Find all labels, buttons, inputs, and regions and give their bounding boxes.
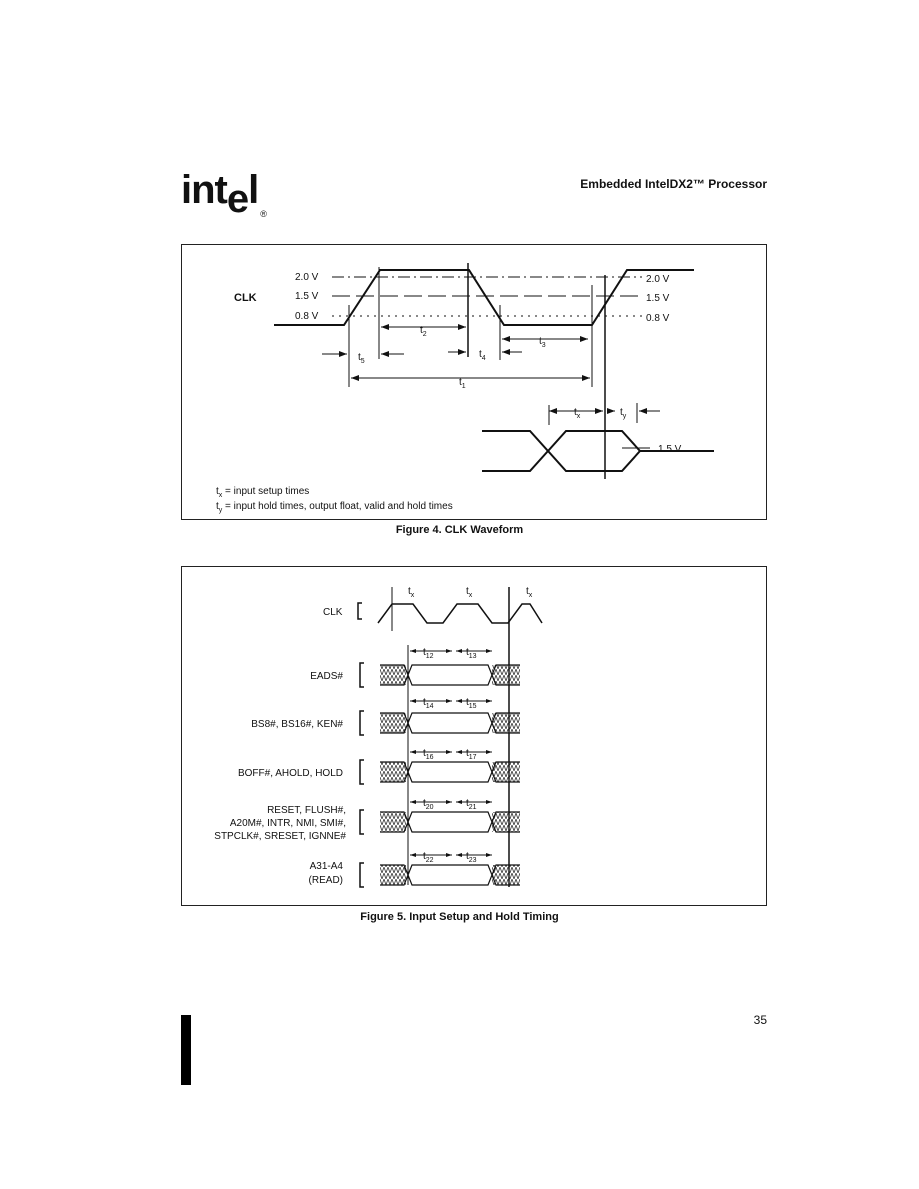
row-reset-label-2: A20M#, INTR, NMI, SMI#, (230, 818, 346, 829)
fig5-clk-waveform (377, 603, 543, 624)
ref-level-label: 1.5 V (658, 444, 682, 455)
row-bs8-label: BS8#, BS16#, KEN# (251, 719, 343, 730)
fig5-tx-mark-1: tx (408, 586, 415, 599)
data-eye-bottom (482, 449, 714, 472)
row-eads-label: EADS# (310, 671, 343, 682)
fig5-tx-mark-2: tx (466, 586, 473, 599)
level-label-08v-left: 0.8 V (295, 311, 319, 322)
page-number: 35 (753, 1013, 767, 1027)
t3-label: t3 (539, 336, 546, 349)
svg-text:t15: t15 (466, 697, 477, 710)
t5-label: t5 (358, 352, 365, 365)
level-label-15v-left: 1.5 V (295, 291, 319, 302)
margin-bar (181, 1015, 191, 1085)
t2-label: t2 (420, 325, 427, 338)
row-boff-label: BOFF#, AHOLD, HOLD (238, 768, 343, 779)
tx-label: tx (574, 407, 581, 420)
document-title: Embedded IntelDX2™ Processor (580, 177, 767, 191)
legend-ty: ty = input hold times, output float, val… (216, 501, 453, 514)
svg-text:t16: t16 (423, 748, 434, 761)
level-label-15v-right: 1.5 V (646, 293, 670, 304)
figure-5-box: CLK tx tx tx EADS# t12 t13 BS8#, BS16#, … (181, 566, 767, 906)
svg-text:t23: t23 (466, 851, 477, 864)
figure-4-box: 2.0 V 1.5 V 0.8 V CLK 2.0 V 1.5 V 0.8 V … (181, 244, 767, 520)
t1-label: t1 (459, 377, 466, 390)
row-eads: EADS# t12 t13 (310, 647, 520, 688)
figure-4-caption: Figure 4. CLK Waveform (395, 524, 524, 536)
svg-text:t20: t20 (423, 798, 434, 811)
clk-signal-label: CLK (234, 292, 257, 304)
svg-text:t22: t22 (423, 851, 434, 864)
row-bs8-bs16-ken: BS8#, BS16#, KEN# t14 t15 (251, 697, 520, 736)
level-label-08v-right: 0.8 V (646, 313, 670, 324)
figure-5-caption: Figure 5. Input Setup and Hold Timing (360, 911, 559, 923)
svg-text:t21: t21 (466, 798, 477, 811)
row-a31-label-1: A31-A4 (310, 861, 344, 872)
row-reset-label-1: RESET, FLUSH#, (267, 805, 346, 816)
logo-registered-mark: ® (260, 209, 267, 219)
legend-tx: tx = input setup times (216, 486, 309, 499)
setup-hold-timing-diagram: CLK tx tx tx EADS# t12 t13 BS8#, BS16#, … (214, 586, 543, 888)
fig5-tx-mark-3: tx (526, 586, 533, 599)
svg-text:t17: t17 (466, 748, 477, 761)
logo-l: l (248, 168, 259, 212)
row-boff-ahold-hold: BOFF#, AHOLD, HOLD t16 t17 (238, 748, 520, 785)
row-reset-flush: RESET, FLUSH#, A20M#, INTR, NMI, SMI#, S… (214, 798, 520, 842)
svg-text:t12: t12 (423, 647, 434, 660)
clk-waveform (274, 269, 694, 326)
intel-logo: intel® (181, 168, 267, 221)
level-label-2v-left: 2.0 V (295, 272, 319, 283)
t4-label: t4 (479, 349, 486, 362)
row-a31-label-2: (READ) (309, 875, 343, 886)
row-a31-a4: A31-A4 (READ) t22 t23 (309, 851, 520, 888)
clk-waveform-diagram: 2.0 V 1.5 V 0.8 V CLK 2.0 V 1.5 V 0.8 V … (216, 263, 714, 514)
ty-label: ty (620, 407, 627, 420)
row-reset-label-3: STPCLK#, SRESET, IGNNE# (214, 831, 346, 842)
logo-int: int (181, 168, 228, 212)
level-label-2v-right: 2.0 V (646, 274, 670, 285)
svg-text:t13: t13 (466, 647, 477, 660)
logo-e: e (226, 177, 249, 221)
fig5-clk-label: CLK (323, 607, 343, 618)
svg-text:t14: t14 (423, 697, 434, 710)
